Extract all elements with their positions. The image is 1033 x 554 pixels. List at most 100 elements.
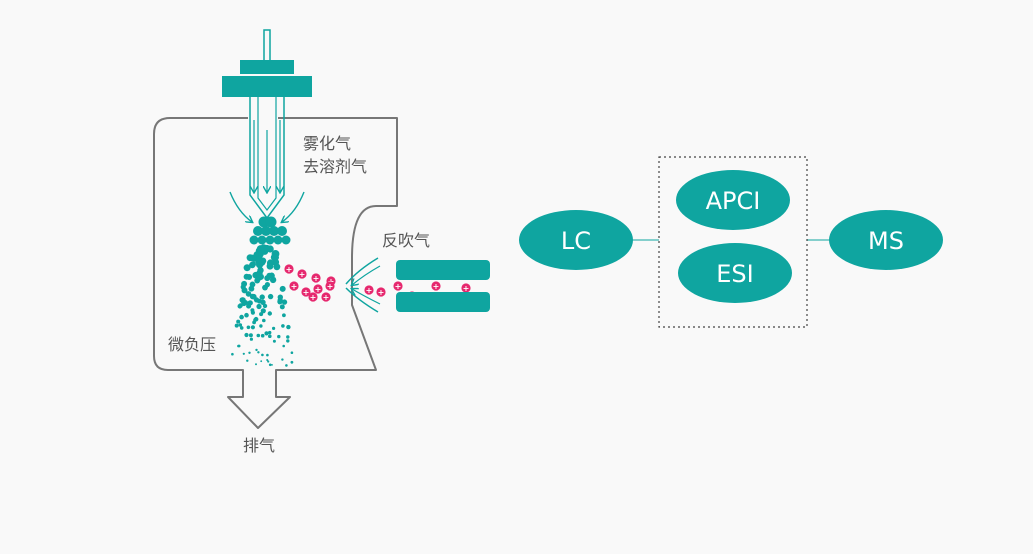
- droplet: [249, 235, 259, 245]
- positive-ion: [301, 287, 311, 297]
- droplet: [268, 334, 272, 339]
- droplet: [251, 293, 257, 300]
- droplet: [266, 353, 269, 357]
- droplet: [268, 330, 272, 335]
- droplet: [249, 337, 253, 341]
- droplet: [253, 226, 263, 236]
- droplet: [260, 360, 263, 363]
- droplet: [281, 235, 291, 245]
- counter-gas-label: 反吹气: [382, 231, 430, 250]
- ion-charge-symbol: +: [327, 282, 334, 291]
- droplet: [268, 363, 272, 367]
- ion-charge-symbol: +: [366, 286, 373, 295]
- droplet: [290, 351, 294, 355]
- positive-ion: [364, 285, 374, 295]
- positive-ion: [461, 283, 471, 293]
- droplet: [267, 360, 270, 363]
- droplet: [282, 344, 286, 348]
- droplet: [261, 226, 271, 236]
- droplet: [271, 364, 273, 366]
- droplet: [277, 334, 281, 339]
- droplet: [238, 303, 243, 308]
- droplet: [256, 271, 263, 278]
- droplet: [281, 299, 288, 305]
- ion-charge-symbol: +: [286, 265, 293, 274]
- positive-ion: [284, 264, 294, 274]
- droplet: [239, 326, 244, 330]
- droplet: [255, 363, 257, 366]
- droplet: [263, 244, 271, 252]
- ms-node: [829, 210, 943, 270]
- exhaust-label: 排气: [243, 436, 275, 455]
- droplet: [249, 261, 256, 269]
- droplet: [255, 258, 262, 265]
- ion-charge-symbol: +: [313, 274, 320, 283]
- droplet: [260, 299, 266, 305]
- droplet: [282, 313, 286, 318]
- droplet: [256, 333, 261, 338]
- positive-ion: [297, 269, 307, 279]
- droplet: [259, 324, 263, 328]
- droplet: [266, 359, 269, 361]
- droplet: [264, 275, 271, 282]
- droplet: [246, 359, 249, 362]
- droplet: [256, 303, 262, 310]
- droplet: [246, 274, 253, 280]
- ion-transfer-plate-bottom: [396, 292, 490, 312]
- positive-ion: [308, 292, 318, 302]
- droplet: [279, 285, 286, 292]
- ion-source-group-box: [658, 156, 808, 328]
- ion-charge-symbol: +: [299, 270, 306, 279]
- droplet: [286, 324, 291, 330]
- droplet: [277, 226, 287, 236]
- nebulizer-probe: [222, 29, 312, 220]
- gas-arrow-right: [282, 191, 305, 222]
- droplet: [246, 325, 251, 330]
- sampling-cone: [345, 257, 381, 313]
- positive-ion: [325, 281, 335, 291]
- droplet: [257, 351, 260, 354]
- esi-node: [678, 243, 792, 303]
- droplet: [239, 314, 244, 320]
- positive-ion: [289, 281, 299, 291]
- droplet: [268, 272, 275, 279]
- positive-ion: [311, 273, 321, 283]
- droplet: [244, 332, 249, 338]
- droplet: [267, 293, 274, 300]
- droplet: [273, 235, 283, 245]
- droplet: [261, 353, 264, 357]
- ion-charge-symbol: +: [395, 282, 402, 291]
- droplet: [273, 263, 281, 271]
- positive-ion: [313, 284, 323, 294]
- droplet: [245, 291, 252, 297]
- ion-charge-symbol: +: [323, 293, 330, 302]
- positive-ion: [431, 281, 441, 291]
- droplet: [265, 216, 277, 228]
- droplet: [259, 294, 265, 300]
- droplet: [238, 323, 243, 327]
- droplet: [269, 226, 279, 236]
- droplet: [231, 352, 234, 356]
- droplet: [236, 319, 241, 324]
- chamber-outline: [153, 117, 398, 429]
- ion-charge-symbol: +: [463, 284, 470, 293]
- positive-ion: [376, 287, 386, 297]
- ion-charge-symbol: +: [315, 285, 322, 294]
- droplet: [265, 235, 275, 245]
- droplet: [281, 358, 284, 361]
- nebulizer-gas-label: 雾化气: [303, 134, 351, 153]
- negative-pressure-label: 微负压: [168, 335, 216, 354]
- ion-charge-symbol: +: [310, 293, 317, 302]
- apci-node: [676, 170, 790, 230]
- droplet: [286, 339, 290, 343]
- droplet: [243, 264, 251, 272]
- droplet: [272, 326, 276, 330]
- droplet: [255, 348, 258, 352]
- ion-charge-symbol: +: [378, 288, 385, 297]
- droplet: [234, 323, 239, 328]
- esi-node-label: ESI: [716, 260, 753, 288]
- droplet: [279, 304, 285, 310]
- lc-node-label: LC: [561, 227, 591, 255]
- spray-droplets: [231, 216, 294, 367]
- droplet: [252, 320, 256, 325]
